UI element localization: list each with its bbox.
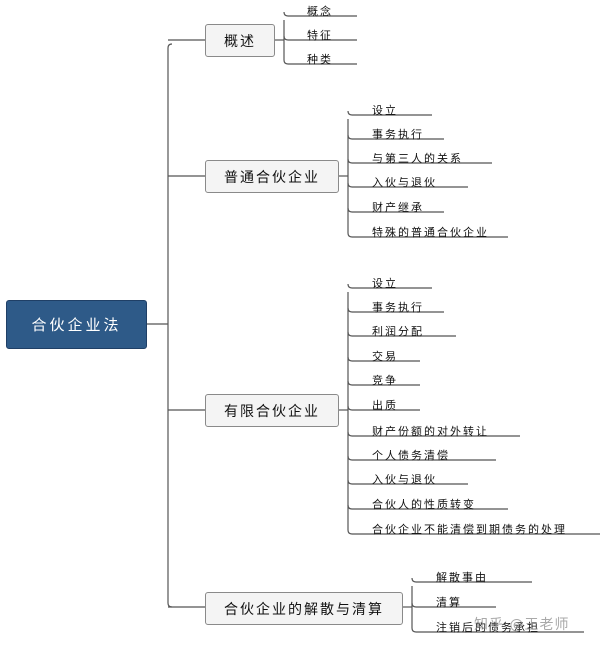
leaf-node[interactable]: 注销后的债务承担 xyxy=(436,621,540,634)
leaf-node[interactable]: 特殊的普通合伙企业 xyxy=(372,226,489,239)
leaf-node[interactable]: 个人债务清偿 xyxy=(372,449,450,462)
leaf-underline xyxy=(347,207,444,213)
leaf-node[interactable]: 事务执行 xyxy=(372,128,424,141)
leaf-node[interactable]: 种类 xyxy=(307,53,333,66)
leaf-node[interactable]: 财产继承 xyxy=(372,201,424,214)
leaf-node[interactable]: 合伙企业不能清偿到期债务的处理 xyxy=(372,523,567,536)
leaf-underline xyxy=(347,134,444,140)
leaf-underline xyxy=(347,283,432,289)
leaf-underline xyxy=(347,307,444,313)
leaf-node[interactable]: 设立 xyxy=(372,104,398,117)
branch-overview[interactable]: 概述 xyxy=(205,24,275,57)
leaf-underline xyxy=(283,59,357,65)
branch-dissolution-liquidation[interactable]: 合伙企业的解散与清算 xyxy=(205,592,403,625)
watermark: 知乎 @王老师 xyxy=(474,617,570,633)
leaf-node[interactable]: 事务执行 xyxy=(372,301,424,314)
leaf-node[interactable]: 入伙与退伙 xyxy=(372,473,437,486)
leaf-underline xyxy=(347,431,520,437)
leaf-underline xyxy=(347,331,456,337)
leaf-underline xyxy=(347,529,600,535)
leaf-node[interactable]: 合伙人的性质转变 xyxy=(372,498,476,511)
leaf-node[interactable]: 入伙与退伙 xyxy=(372,176,437,189)
leaf-underline xyxy=(347,405,420,411)
leaf-underline xyxy=(283,11,357,17)
branch-limited-partnership[interactable]: 有限合伙企业 xyxy=(205,394,339,427)
leaf-node[interactable]: 特征 xyxy=(307,29,333,42)
leaf-node[interactable]: 设立 xyxy=(372,277,398,290)
leaf-underline xyxy=(347,158,492,164)
leaf-node[interactable]: 与第三人的关系 xyxy=(372,152,463,165)
branch-general-partnership[interactable]: 普通合伙企业 xyxy=(205,160,339,193)
leaf-underline xyxy=(347,182,468,188)
leaf-underline xyxy=(347,504,508,510)
leaf-node[interactable]: 解散事由 xyxy=(436,571,488,584)
leaf-node[interactable]: 竞争 xyxy=(372,374,398,387)
trunk-line xyxy=(167,43,173,608)
leaf-underline xyxy=(411,602,496,608)
leaf-underline xyxy=(347,455,496,461)
leaf-node[interactable]: 出质 xyxy=(372,399,398,412)
leaf-node[interactable]: 利润分配 xyxy=(372,325,424,338)
root-node-partnership-law[interactable]: 合伙企业法 xyxy=(6,300,147,349)
leaf-underline xyxy=(347,479,468,485)
leaf-node[interactable]: 财产份额的对外转让 xyxy=(372,425,489,438)
leaf-underline xyxy=(347,356,420,362)
leaf-underline xyxy=(411,577,532,583)
leaf-node[interactable]: 清算 xyxy=(436,596,462,609)
leaf-node[interactable]: 概念 xyxy=(307,5,333,18)
leaf-underline xyxy=(347,110,432,116)
leaf-underline xyxy=(411,627,584,633)
leaf-underline xyxy=(347,232,508,238)
leaf-underline xyxy=(347,380,420,386)
leaf-underline xyxy=(283,35,357,41)
leaf-node[interactable]: 交易 xyxy=(372,350,398,363)
